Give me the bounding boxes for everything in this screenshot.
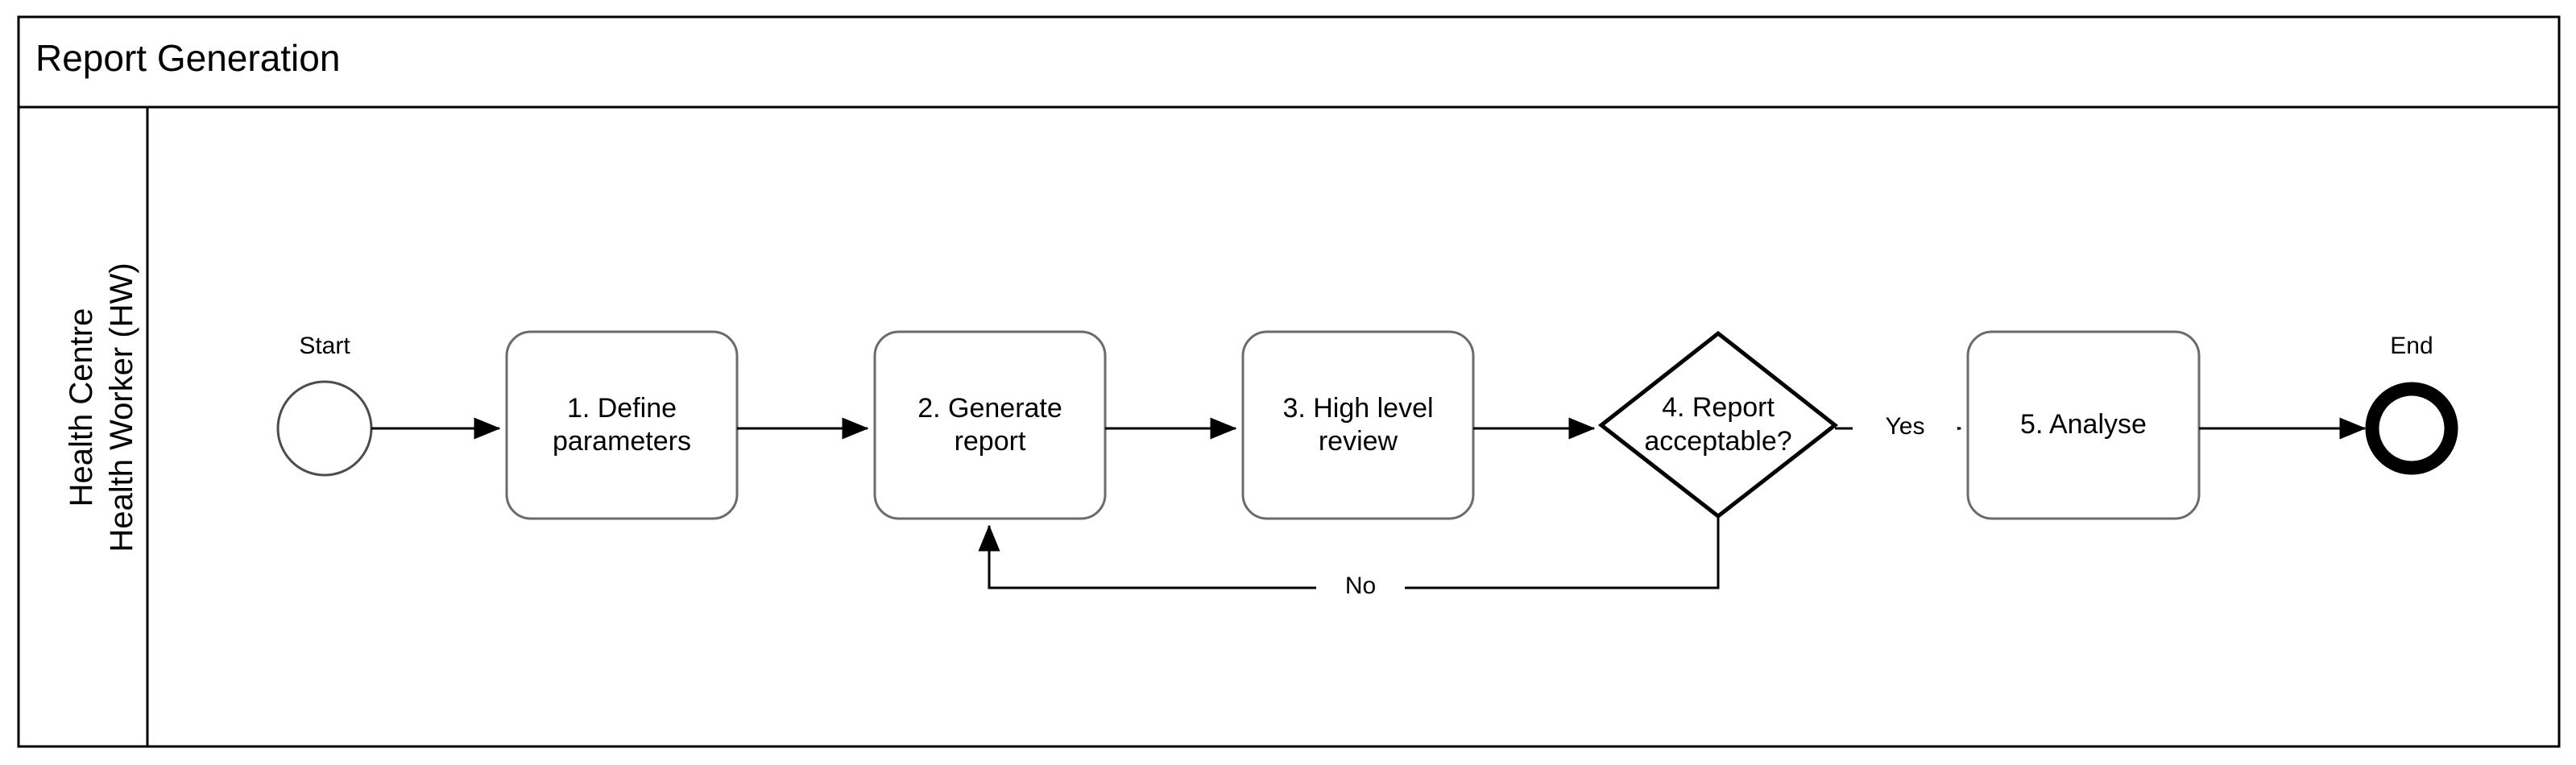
lane-label: Health Centre Health Worker (HW) bbox=[64, 263, 139, 552]
end-event-circle bbox=[2365, 382, 2458, 475]
task5-shape bbox=[1966, 330, 2201, 520]
end-event-label: End bbox=[2390, 333, 2433, 359]
gateway4-shape bbox=[1597, 330, 1839, 519]
gateway4-label[interactable]: 4. Report acceptable? bbox=[1644, 392, 1792, 457]
task3-shape bbox=[1241, 330, 1475, 520]
task5-label[interactable]: 5. Analyse bbox=[2020, 409, 2147, 440]
task1-shape bbox=[505, 330, 739, 520]
flow-label-no: No bbox=[1316, 572, 1405, 602]
start-event-circle bbox=[276, 380, 373, 477]
task2-shape bbox=[873, 330, 1107, 520]
task1-label[interactable]: 1. Define parameters bbox=[553, 392, 691, 457]
start-event-label: Start bbox=[299, 333, 350, 359]
task2-label[interactable]: 2. Generate report bbox=[917, 392, 1062, 457]
pool-title: Report Generation bbox=[35, 37, 341, 79]
task3-label[interactable]: 3. High level review bbox=[1282, 392, 1434, 457]
flow-label-yes: Yes bbox=[1853, 412, 1957, 442]
